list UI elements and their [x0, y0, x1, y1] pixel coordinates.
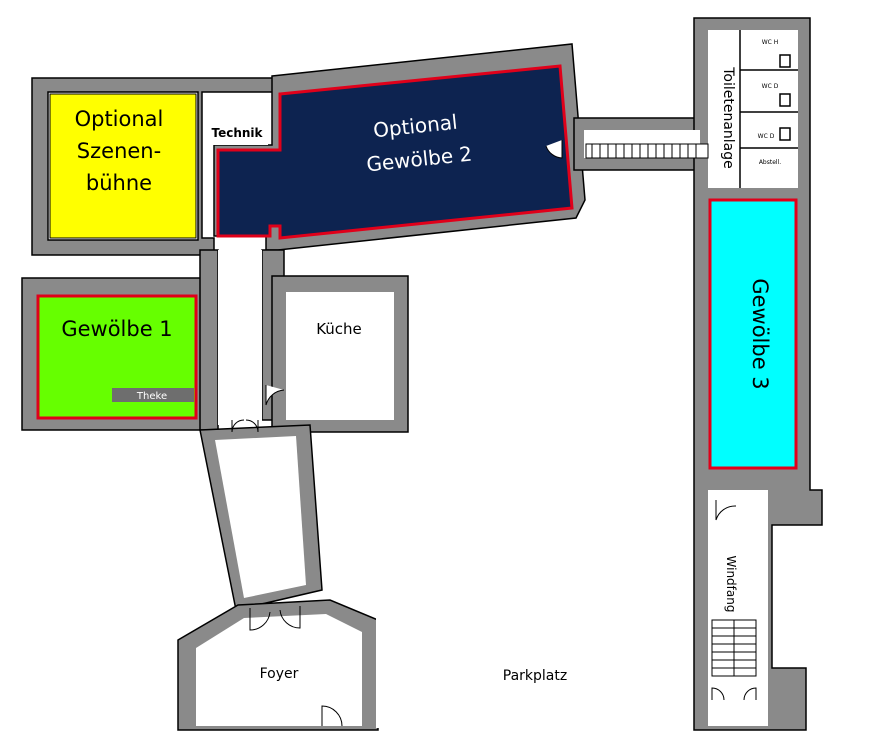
label-gewoelbe1: Gewölbe 1: [61, 317, 172, 341]
label-szenenbuehne-2: Szenen-: [77, 139, 161, 163]
label-szenenbuehne-1: Optional: [75, 107, 164, 131]
label-parkplatz: Parkplatz: [503, 668, 567, 684]
toilet-stalls: [739, 30, 798, 188]
label-foyer: Foyer: [260, 666, 299, 682]
label-wc-4: Abstell.: [759, 159, 781, 166]
label-wc-1: WC H: [762, 39, 779, 46]
label-szenenbuehne-3: bühne: [86, 171, 152, 195]
theke-bar: [112, 388, 194, 402]
room-gewoelbe3: [708, 198, 798, 470]
label-kueche: Küche: [316, 320, 362, 338]
room-gewoelbe2: [216, 64, 574, 240]
room-interiors: [196, 30, 798, 728]
label-windfang: Windfang: [724, 556, 738, 613]
label-wc-3: WC D: [758, 133, 775, 140]
stairs-windfang: [711, 619, 757, 677]
wall-corridor-left: [199, 249, 219, 431]
doors: [231, 140, 757, 727]
label-theke: Theke: [136, 391, 167, 402]
stairs-to-toilets: [585, 143, 709, 159]
label-wc-2: WC D: [762, 83, 779, 90]
label-gewoelbe3: Gewölbe 3: [748, 278, 772, 389]
label-toiletten: Toiletenanlage: [720, 66, 736, 169]
room-szenenbuehne: [49, 93, 197, 239]
label-technik: Technik: [211, 126, 263, 140]
